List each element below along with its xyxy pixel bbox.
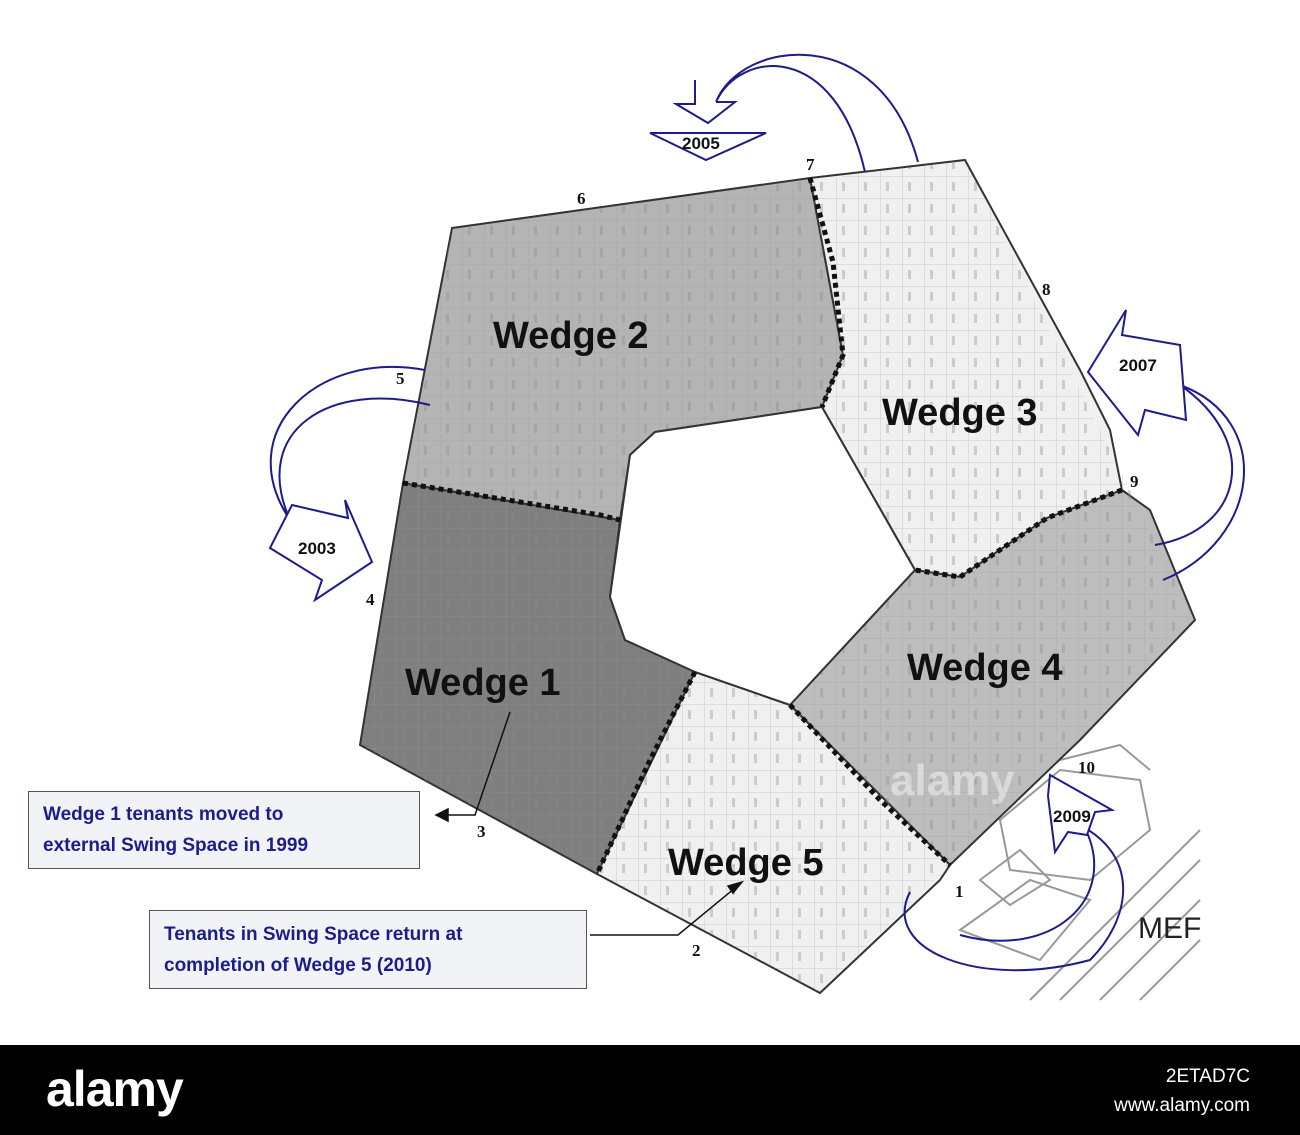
wedge1-callout-line1: Wedge 1 tenants moved to: [43, 804, 284, 825]
corridor-number-7: 7: [806, 155, 815, 174]
arrow-2005-head-fill: [649, 132, 767, 162]
wedge1-callout: Wedge 1 tenants moved to external Swing …: [28, 791, 420, 869]
corridor-number-6: 6: [577, 189, 586, 208]
callout-pointers: [434, 711, 745, 936]
corridor-number-3: 3: [477, 822, 486, 841]
wedge-5-label: Wedge 5: [668, 842, 824, 884]
move-arrows: [268, 53, 1245, 972]
arrow-2005-head: [672, 80, 738, 125]
alamy-logo: alamy: [46, 1061, 184, 1117]
corridor-number-5: 5: [396, 369, 405, 388]
callout-1-pointer: [445, 711, 511, 816]
corridor-number-2: 2: [692, 941, 701, 960]
wedge-4-label: Wedge 4: [907, 647, 1063, 689]
swing-return-callout-line1: Tenants in Swing Space return at: [164, 924, 463, 945]
wedge-2-label: Wedge 2: [493, 315, 649, 357]
corridor-number-1: 1: [955, 882, 964, 901]
wedge1-callout-line2: external Swing Space in 1999: [43, 835, 309, 856]
site-url: www.alamy.com: [1114, 1095, 1250, 1116]
image-id: 2ETAD7C: [1165, 1066, 1250, 1087]
corridor-number-9: 9: [1130, 472, 1139, 491]
mef-label: MEF: [1138, 912, 1201, 945]
callout-2-pointer: [590, 887, 736, 936]
arrow-2009-curve: [903, 825, 1125, 972]
swing-return-callout: Tenants in Swing Space return at complet…: [149, 910, 587, 989]
mef-building-sketch: [957, 743, 1201, 1001]
corridor-number-10: 10: [1078, 758, 1095, 777]
year-2009-label: 2009: [1053, 807, 1091, 826]
wedge-3-label: Wedge 3: [882, 392, 1038, 434]
corridor-number-8: 8: [1042, 280, 1051, 299]
wedge-dividers: [402, 177, 1123, 876]
wedge-1-label: Wedge 1: [405, 662, 561, 704]
arrow-2007-head: [1086, 309, 1188, 438]
watermark-footer: [0, 1045, 1300, 1135]
swing-return-callout-line2: completion of Wedge 5 (2010): [164, 955, 432, 976]
arrow-2009-head: [1046, 773, 1116, 855]
arrow-2003-head: [268, 499, 374, 603]
year-2005-label: 2005: [682, 134, 720, 153]
center-watermark: alamy: [890, 756, 1015, 805]
pentagon-wedge-diagram: Wedge 1 Wedge 2 Wedge 3 Wedge 4 Wedge 5 …: [268, 53, 1245, 1001]
corridor-number-4: 4: [366, 590, 375, 609]
year-2003-label: 2003: [298, 539, 336, 558]
year-2007-label: 2007: [1119, 356, 1157, 375]
arrow-2005-curve: [715, 53, 919, 173]
